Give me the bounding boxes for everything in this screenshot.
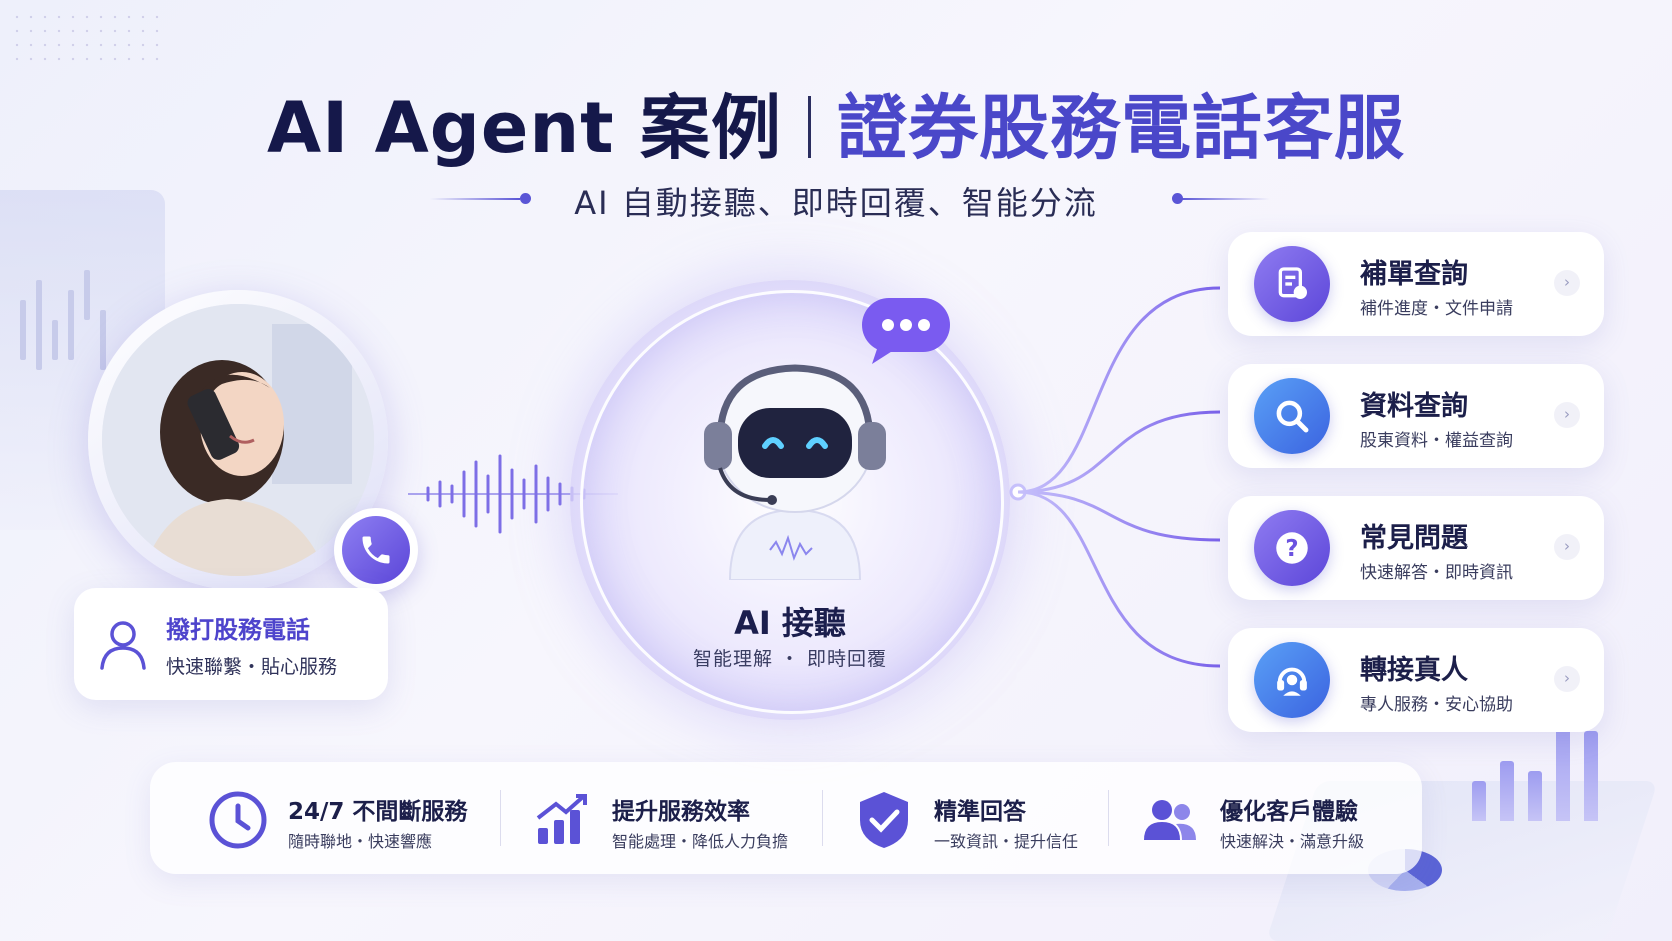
option-subtitle: 股東資料・權益查詢	[1360, 431, 1513, 451]
question-icon: ?	[1254, 510, 1330, 586]
feature-title: 提升服務效率	[612, 799, 750, 825]
chevron-right-icon: ›	[1554, 402, 1580, 428]
shield-check-icon	[860, 792, 908, 848]
chevron-right-icon: ›	[1554, 270, 1580, 296]
ai-orb-ring	[580, 290, 1004, 714]
feature-title: 24/7 不間斷服務	[288, 799, 468, 825]
subtitle-dot-right	[1172, 193, 1183, 204]
decorative-dots	[10, 10, 160, 70]
ai-title: AI 接聽	[734, 604, 846, 642]
svg-text:?: ?	[1285, 536, 1298, 562]
caller-photo	[102, 304, 374, 576]
option-title: 補單查詢	[1360, 259, 1468, 290]
features-bar: 24/7 不間斷服務 隨時聯地・快速響應 提升服務效率 智能處理・降低人力負擔 …	[150, 762, 1422, 874]
option-subtitle: 快速解答・即時資訊	[1360, 563, 1513, 583]
ai-subtitle: 智能理解 ・ 即時回覆	[692, 648, 888, 670]
page-subtitle: AI 自動接聽、即時回覆、智能分流	[574, 184, 1098, 222]
search-icon	[1254, 378, 1330, 454]
caller-subtitle: 快速聯繫・貼心服務	[166, 656, 338, 678]
robot-icon	[704, 364, 886, 580]
chevron-right-icon: ›	[1554, 534, 1580, 560]
option-subtitle: 專人服務・安心協助	[1360, 695, 1513, 715]
subtitle-line-right	[1180, 198, 1270, 200]
title-divider	[808, 96, 811, 158]
headset-icon	[1254, 642, 1330, 718]
routing-branches	[1009, 286, 1221, 668]
feature-divider	[1108, 790, 1109, 846]
option-title: 常見問題	[1360, 523, 1468, 554]
title-part1: AI Agent 案例	[266, 87, 782, 169]
feature-subtitle: 一致資訊・提升信任	[934, 832, 1079, 851]
caller-title: 撥打股務電話	[166, 616, 310, 644]
option-card-supplement[interactable]: 補單查詢 補件進度・文件申請 ›	[1228, 232, 1604, 336]
feature-subtitle: 智能處理・降低人力負擔	[612, 832, 789, 851]
phone-icon	[362, 536, 390, 564]
growth-chart-icon	[536, 794, 587, 844]
option-subtitle: 補件進度・文件申請	[1360, 299, 1513, 319]
subtitle-line-left	[430, 198, 520, 200]
feature-divider	[822, 790, 823, 846]
call-button[interactable]	[334, 508, 418, 592]
user-icon	[100, 621, 146, 670]
chat-bubble-icon	[862, 298, 950, 364]
users-icon	[1144, 800, 1196, 840]
option-title: 轉接真人	[1360, 655, 1468, 686]
document-icon	[1254, 246, 1330, 322]
feature-subtitle: 快速解決・滿意升級	[1220, 832, 1365, 851]
page-title: AI Agent 案例證券股務電話客服	[0, 72, 1672, 173]
option-card-data-query[interactable]: 資料查詢 股東資料・權益查詢 ›	[1228, 364, 1604, 468]
option-card-live-agent[interactable]: 轉接真人 專人服務・安心協助 ›	[1228, 628, 1604, 732]
feature-divider	[500, 790, 501, 846]
chevron-right-icon: ›	[1554, 666, 1580, 692]
feature-title: 優化客戶體驗	[1220, 799, 1358, 825]
option-card-faq[interactable]: ? 常見問題 快速解答・即時資訊 ›	[1228, 496, 1604, 600]
decorative-bar-chart	[1472, 681, 1612, 821]
caller-card: 撥打股務電話 快速聯繫・貼心服務	[74, 588, 388, 700]
clock-icon	[209, 791, 267, 849]
feature-title: 精準回答	[934, 799, 1026, 825]
title-part2: 證券股務電話客服	[837, 87, 1405, 169]
feature-subtitle: 隨時聯地・快速響應	[288, 832, 433, 851]
option-title: 資料查詢	[1360, 391, 1468, 422]
subtitle-dot-left	[520, 193, 531, 204]
